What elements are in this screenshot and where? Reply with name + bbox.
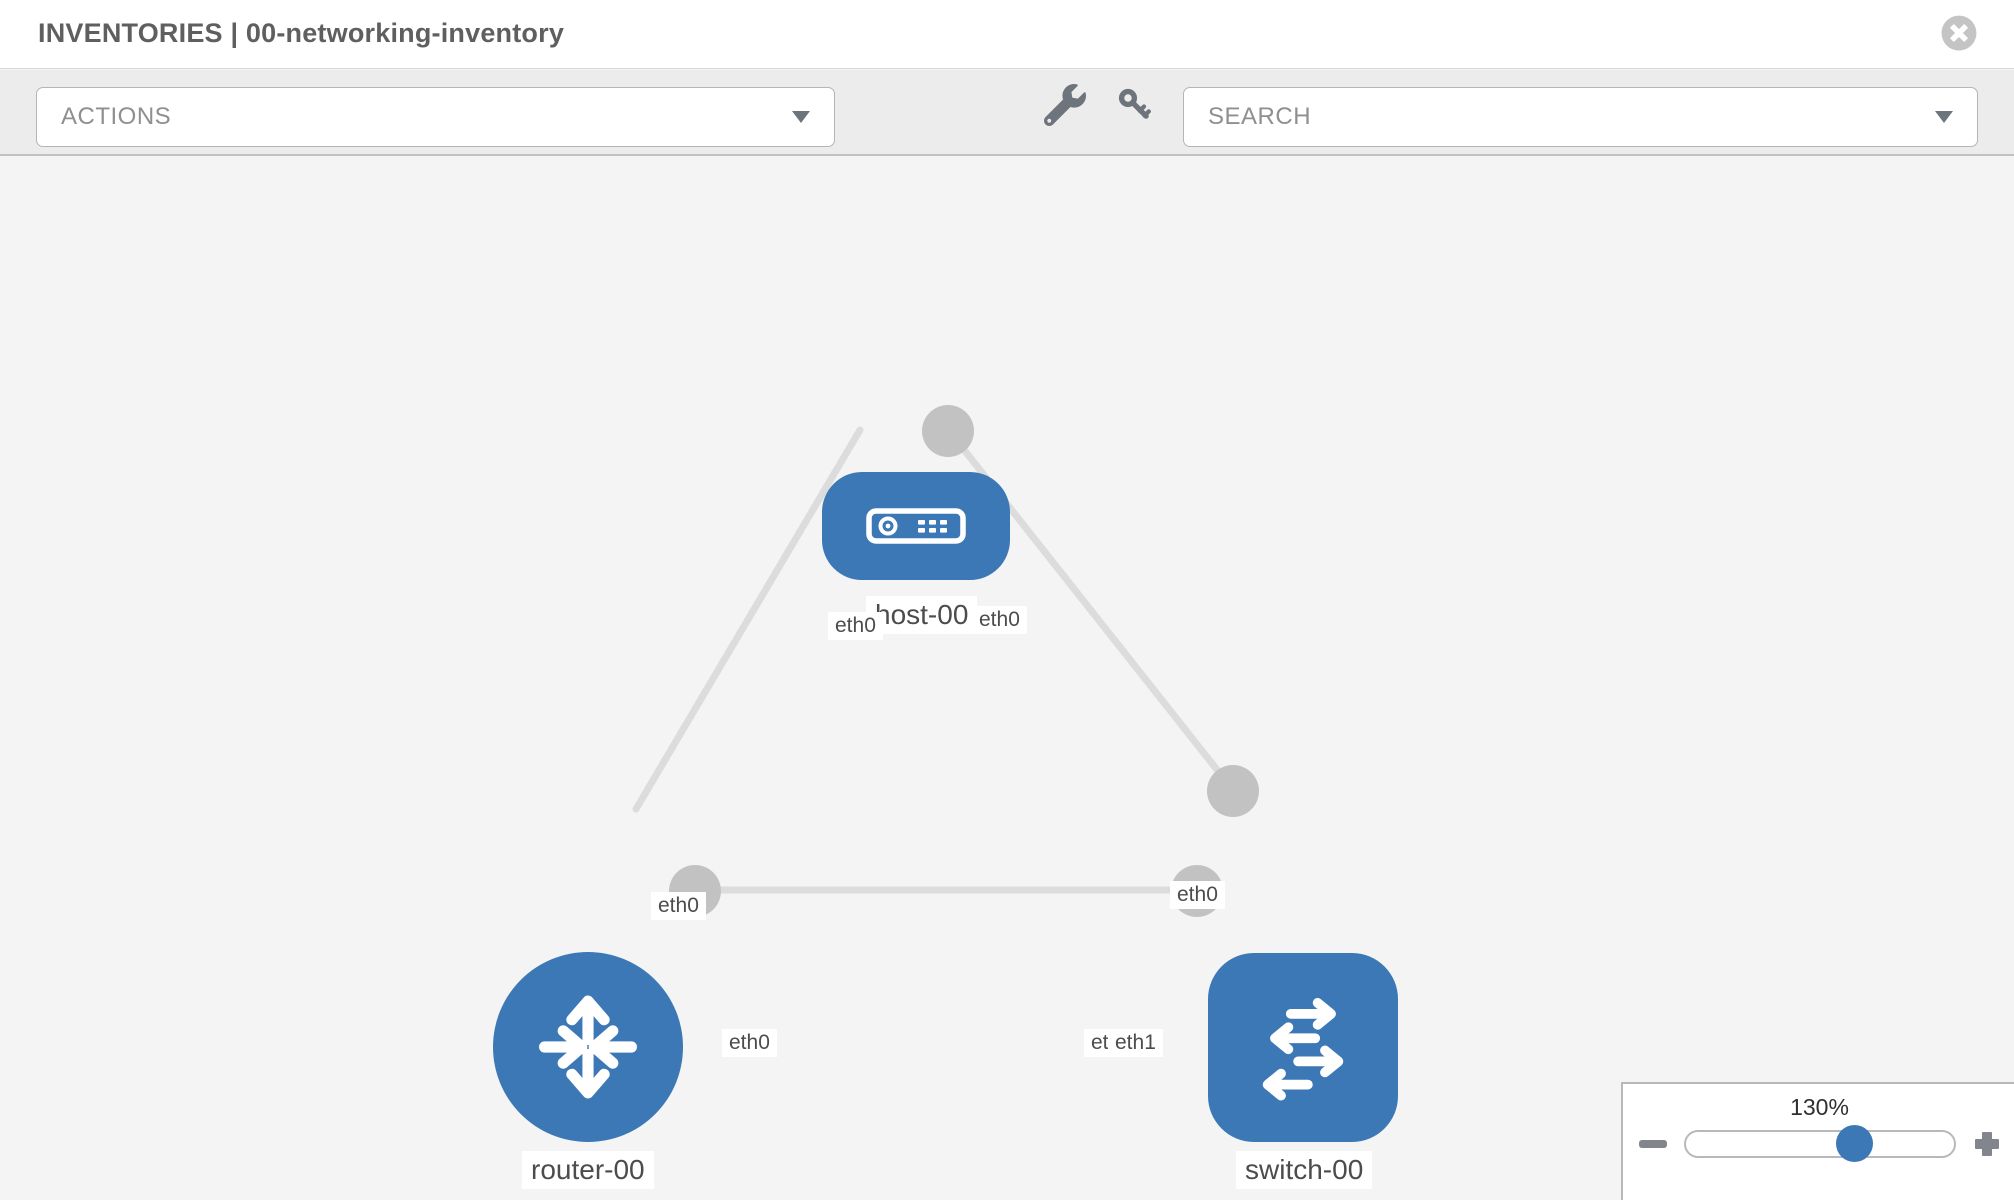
iface-label: eth0 bbox=[651, 892, 706, 920]
plus-icon bbox=[1974, 1132, 1999, 1156]
page-header: INVENTORIES | 00-networking-inventory bbox=[0, 0, 2014, 69]
zoom-in-button[interactable] bbox=[1972, 1129, 2002, 1159]
switch-arrows-icon bbox=[1262, 997, 1344, 1100]
iface-label: eth1 bbox=[1108, 1029, 1163, 1057]
link-host-router[interactable] bbox=[632, 426, 864, 813]
iface-label: eth0 bbox=[722, 1029, 777, 1057]
actions-dropdown-label: ACTIONS bbox=[61, 103, 172, 130]
node-label-switch: switch-00 bbox=[1236, 1151, 1373, 1189]
node-switch-00[interactable] bbox=[1208, 953, 1398, 1142]
node-host-00[interactable] bbox=[822, 472, 1010, 580]
connector-switch-top[interactable] bbox=[1207, 765, 1259, 817]
topology-canvas[interactable]: host-00 router-00 switch-00 eth0 eth0 et… bbox=[0, 156, 2014, 1200]
chevron-down-icon bbox=[792, 111, 810, 123]
topology-links-layer bbox=[632, 405, 1259, 917]
wrench-icon[interactable] bbox=[1043, 84, 1086, 131]
toolbar: ACTIONS SEARCH bbox=[0, 70, 2014, 156]
zoom-slider-knob[interactable] bbox=[1835, 1125, 1873, 1162]
node-label-host: host-00 bbox=[866, 596, 978, 634]
zoom-slider-track[interactable] bbox=[1683, 1125, 1956, 1162]
chevron-down-icon bbox=[1935, 111, 1953, 123]
zoom-panel: 130% bbox=[1621, 1082, 2014, 1200]
server-icon bbox=[866, 508, 966, 544]
iface-label: eth0 bbox=[972, 606, 1027, 634]
close-icon[interactable] bbox=[1941, 15, 1977, 51]
node-router-00[interactable] bbox=[493, 952, 683, 1142]
zoom-out-button[interactable] bbox=[1638, 1138, 1668, 1150]
node-label-router: router-00 bbox=[522, 1151, 654, 1189]
iface-label: eth0 bbox=[828, 612, 883, 640]
search-dropdown-label: SEARCH bbox=[1208, 103, 1312, 130]
minus-icon bbox=[1638, 1140, 1667, 1148]
iface-label: eth0 bbox=[1170, 881, 1225, 909]
key-icon[interactable] bbox=[1112, 82, 1160, 135]
search-dropdown[interactable]: SEARCH bbox=[1183, 87, 1978, 147]
connector-host-bottom[interactable] bbox=[922, 405, 974, 457]
actions-dropdown[interactable]: ACTIONS bbox=[36, 87, 835, 147]
page-title: INVENTORIES | 00-networking-inventory bbox=[38, 18, 565, 48]
router-arrows-icon bbox=[539, 995, 637, 1099]
zoom-level-value: 130% bbox=[1790, 1094, 1849, 1120]
